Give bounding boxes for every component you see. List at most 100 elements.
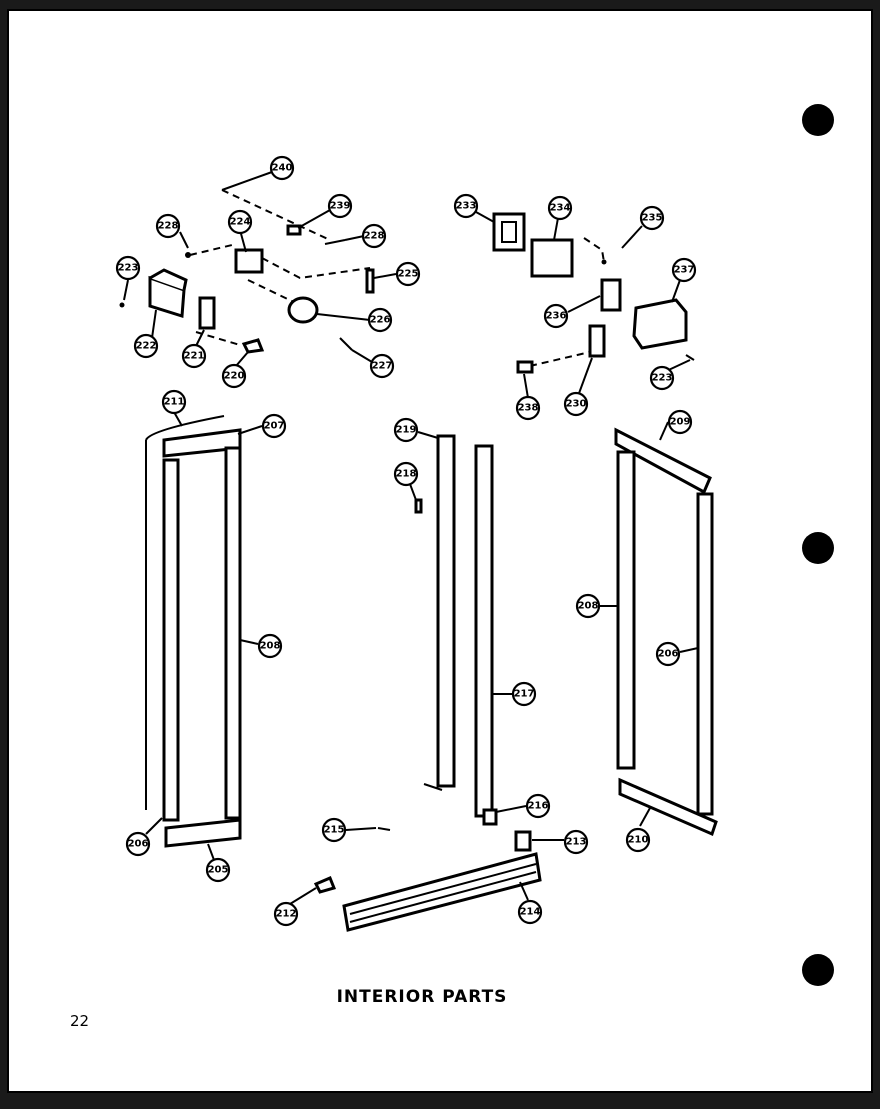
callout-213: 213 bbox=[563, 829, 589, 855]
left-liner-frame bbox=[145, 415, 242, 848]
callout-211: 211 bbox=[161, 389, 187, 415]
svg-text:230: 230 bbox=[566, 399, 587, 410]
svg-text:227: 227 bbox=[372, 361, 393, 372]
svg-text:239: 239 bbox=[330, 201, 351, 212]
knob-220 bbox=[241, 338, 265, 354]
callout-228-a: 228 bbox=[155, 213, 181, 239]
callout-206-a: 206 bbox=[125, 831, 151, 857]
knob-238 bbox=[516, 360, 534, 374]
thermostat-226 bbox=[287, 296, 319, 324]
svg-text:218: 218 bbox=[396, 469, 417, 480]
callout-238: 238 bbox=[515, 395, 541, 421]
callout-208-a: 208 bbox=[257, 633, 283, 659]
callout-218: 218 bbox=[393, 461, 419, 487]
control-assembly-left bbox=[119, 171, 375, 354]
callout-224: 224 bbox=[227, 209, 253, 235]
callout-219: 219 bbox=[393, 417, 419, 443]
svg-text:216: 216 bbox=[528, 801, 549, 812]
svg-text:219: 219 bbox=[396, 425, 417, 436]
plate-221 bbox=[198, 296, 216, 330]
callout-223-b: 223 bbox=[649, 365, 675, 391]
callout-214: 214 bbox=[517, 899, 543, 925]
svg-text:220: 220 bbox=[224, 371, 245, 382]
svg-text:207: 207 bbox=[264, 421, 285, 432]
callout-239: 239 bbox=[327, 193, 353, 219]
svg-text:205: 205 bbox=[208, 865, 229, 876]
svg-text:212: 212 bbox=[276, 909, 297, 920]
callout-223-a: 223 bbox=[115, 255, 141, 281]
svg-text:213: 213 bbox=[566, 837, 587, 848]
callout-228-b: 228 bbox=[361, 223, 387, 249]
callout-222: 222 bbox=[133, 333, 159, 359]
svg-text:224: 224 bbox=[230, 217, 251, 228]
tube-211 bbox=[145, 415, 225, 441]
control-234 bbox=[530, 238, 574, 278]
callout-205: 205 bbox=[205, 857, 231, 883]
callout-230: 230 bbox=[563, 391, 589, 417]
svg-text:221: 221 bbox=[184, 351, 205, 362]
callout-220: 220 bbox=[221, 363, 247, 389]
svg-text:206: 206 bbox=[658, 649, 679, 660]
page-number: 22 bbox=[70, 1012, 89, 1030]
binder-hole-middle bbox=[802, 532, 834, 564]
callout-227: 227 bbox=[369, 353, 395, 379]
callout-237: 237 bbox=[671, 257, 697, 283]
svg-text:236: 236 bbox=[546, 311, 567, 322]
breaker-210 bbox=[618, 777, 718, 837]
screw-227 bbox=[339, 337, 353, 351]
svg-text:209: 209 bbox=[670, 417, 691, 428]
callout-226: 226 bbox=[367, 307, 393, 333]
screw-228 bbox=[324, 239, 346, 245]
svg-text:235: 235 bbox=[642, 213, 663, 224]
plate-230 bbox=[588, 324, 606, 358]
plate-213 bbox=[514, 830, 532, 852]
callout-236: 236 bbox=[543, 303, 569, 329]
svg-text:214: 214 bbox=[520, 907, 541, 918]
callout-212: 212 bbox=[273, 901, 299, 927]
callout-216: 216 bbox=[525, 793, 551, 819]
callout-209: 209 bbox=[667, 409, 693, 435]
svg-text:215: 215 bbox=[324, 825, 345, 836]
strip-219 bbox=[436, 434, 456, 788]
svg-text:240: 240 bbox=[272, 163, 293, 174]
svg-text:222: 222 bbox=[136, 341, 157, 352]
callout-206-b: 206 bbox=[655, 641, 681, 667]
spring-225 bbox=[365, 268, 375, 294]
callout-210: 210 bbox=[625, 827, 651, 853]
strip-217 bbox=[474, 444, 494, 818]
svg-text:210: 210 bbox=[628, 835, 649, 846]
callout-233: 233 bbox=[453, 193, 479, 219]
clip-215 bbox=[377, 827, 391, 831]
svg-text:206: 206 bbox=[128, 839, 149, 850]
control-assembly-right bbox=[492, 212, 695, 374]
svg-text:223: 223 bbox=[652, 373, 673, 384]
svg-text:234: 234 bbox=[550, 203, 571, 214]
leader-dash-240 bbox=[221, 189, 331, 241]
callout-225: 225 bbox=[395, 261, 421, 287]
bracket-224 bbox=[234, 248, 264, 274]
binder-hole-bottom bbox=[802, 954, 834, 986]
binder-hole-top bbox=[802, 104, 834, 136]
callout-235: 235 bbox=[639, 205, 665, 231]
strip-209 bbox=[616, 450, 636, 770]
strip-208-left bbox=[224, 446, 242, 820]
svg-text:228: 228 bbox=[364, 231, 385, 242]
housing-236 bbox=[600, 278, 622, 312]
strip-206-right bbox=[696, 492, 714, 816]
svg-text:223: 223 bbox=[118, 263, 139, 274]
callout-207: 207 bbox=[261, 413, 287, 439]
svg-text:217: 217 bbox=[514, 689, 535, 700]
right-liner-frame bbox=[614, 427, 718, 837]
svg-text:233: 233 bbox=[456, 201, 477, 212]
svg-text:208: 208 bbox=[578, 601, 599, 612]
svg-text:208: 208 bbox=[260, 641, 281, 652]
clip-216 bbox=[482, 808, 498, 826]
callout-217: 217 bbox=[511, 681, 537, 707]
clip-218 bbox=[414, 498, 423, 514]
svg-text:226: 226 bbox=[370, 315, 391, 326]
svg-text:211: 211 bbox=[164, 397, 185, 408]
callout-234: 234 bbox=[547, 195, 573, 221]
breaker-205 bbox=[164, 818, 242, 848]
